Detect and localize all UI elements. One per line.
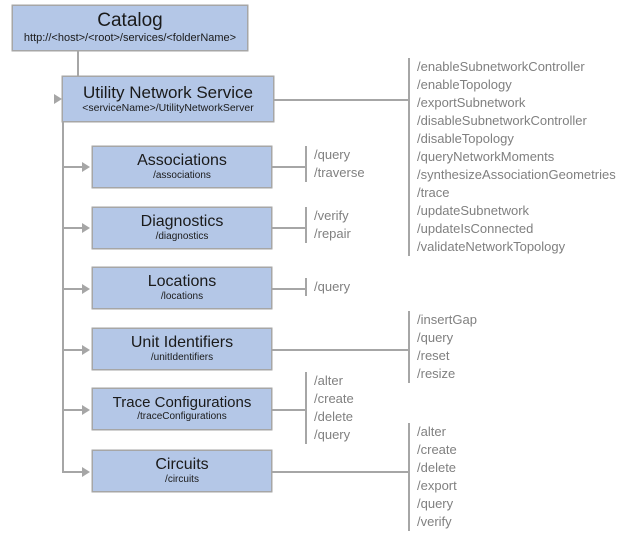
operations-list-associations: /query/traverse <box>305 146 365 182</box>
operation-item: /verify <box>417 514 452 529</box>
node-locations[interactable]: Locations /locations <box>92 267 272 309</box>
connector-trace-configurations-to-ops <box>272 409 306 411</box>
operation-item: /insertGap <box>417 312 477 327</box>
operation-item: /reset <box>417 348 450 363</box>
operation-item: /updateIsConnected <box>417 221 534 236</box>
node-diagnostics-title: Diagnostics <box>140 212 224 230</box>
operation-item: /validateNetworkTopology <box>417 239 566 254</box>
node-trace-configurations[interactable]: Trace Configurations /traceConfiguration… <box>92 388 272 430</box>
connector-service-trunk <box>62 122 64 471</box>
connector-unit-identifiers-to-ops <box>272 349 409 351</box>
node-unit-identifiers-title: Unit Identifiers <box>130 333 234 351</box>
operation-item: /disableSubnetworkController <box>417 113 587 128</box>
operation-item: /synthesizeAssociationGeometries <box>417 167 616 182</box>
node-associations-title: Associations <box>137 151 227 169</box>
operation-item: /traverse <box>314 165 365 180</box>
operations-list-locations: /query <box>305 278 350 296</box>
node-locations-path: /locations <box>160 290 204 302</box>
operation-item: /repair <box>314 226 351 241</box>
connector-diagnostics-to-ops <box>272 227 306 229</box>
node-circuits-title: Circuits <box>155 455 209 473</box>
connector-branch-unit-identifiers <box>62 349 84 351</box>
operation-item: /delete <box>314 409 354 424</box>
operation-item: /queryNetworkMoments <box>417 149 555 164</box>
arrow-associations <box>82 162 90 172</box>
operation-item: /export <box>417 478 457 493</box>
arrow-diagnostics <box>82 223 90 233</box>
operation-item: /create <box>417 442 457 457</box>
node-unit-identifiers-path: /unitIdentifiers <box>150 351 214 363</box>
node-utility-network-service-title: Utility Network Service <box>82 82 254 102</box>
connector-branch-circuits <box>62 471 84 473</box>
node-associations[interactable]: Associations /associations <box>92 146 272 188</box>
connector-branch-trace-configurations <box>62 409 84 411</box>
operation-item: /enableTopology <box>417 77 512 92</box>
node-locations-title: Locations <box>147 272 217 290</box>
node-trace-configurations-title: Trace Configurations <box>112 394 252 412</box>
operation-item: /query <box>314 147 351 162</box>
connector-circuits-to-ops <box>272 471 409 473</box>
operation-item: /exportSubnetwork <box>417 95 526 110</box>
operation-item: /trace <box>417 185 450 200</box>
node-circuits[interactable]: Circuits /circuits <box>92 450 272 492</box>
arrow-locations <box>82 284 90 294</box>
connector-service-to-ops <box>274 99 409 101</box>
operations-list-trace-configurations: /alter/create/delete/query <box>305 372 354 444</box>
arrow-circuits <box>82 467 90 477</box>
operation-item: /updateSubnetwork <box>417 203 530 218</box>
operation-item: /create <box>314 391 354 406</box>
node-utility-network-service[interactable]: Utility Network Service <serviceName>/Ut… <box>62 76 274 122</box>
arrow-trace-configurations <box>82 405 90 415</box>
node-catalog[interactable]: Catalog http://<host>/<root>/services/<f… <box>12 5 248 51</box>
node-catalog-title: Catalog <box>97 10 163 32</box>
node-diagnostics[interactable]: Diagnostics /diagnostics <box>92 207 272 249</box>
operation-item: /delete <box>417 460 457 475</box>
connector-branch-associations <box>62 166 84 168</box>
operations-list-circuits: /alter/create/delete/export/query/verify <box>408 423 457 531</box>
operation-item: /query <box>314 427 351 442</box>
node-associations-path: /associations <box>153 169 211 181</box>
arrow-catalog-to-service <box>54 94 62 104</box>
node-catalog-path: http://<host>/<root>/services/<folderNam… <box>23 32 237 45</box>
operation-item: /verify <box>314 208 349 223</box>
operations-list-unit-identifiers: /insertGap/query/reset/resize <box>408 311 477 383</box>
arrow-unit-identifiers <box>82 345 90 355</box>
connector-branch-diagnostics <box>62 227 84 229</box>
connector-associations-to-ops <box>272 166 306 168</box>
operation-item: /alter <box>417 424 446 439</box>
operation-item: /enableSubnetworkController <box>417 59 585 74</box>
connector-locations-to-ops <box>272 288 306 290</box>
operation-item: /disableTopology <box>417 131 514 146</box>
operation-item: /query <box>417 496 454 511</box>
node-trace-configurations-path: /traceConfigurations <box>137 411 227 423</box>
operation-item: /query <box>417 330 454 345</box>
operation-item: /resize <box>417 366 456 381</box>
node-utility-network-service-path: <serviceName>/UtilityNetworkServer <box>82 102 254 115</box>
operations-list-service: /enableSubnetworkController/enableTopolo… <box>408 58 616 256</box>
node-diagnostics-path: /diagnostics <box>155 230 209 242</box>
node-unit-identifiers[interactable]: Unit Identifiers /unitIdentifiers <box>92 328 272 370</box>
operations-list-diagnostics: /verify/repair <box>305 207 351 243</box>
connector-branch-locations <box>62 288 84 290</box>
operation-item: /alter <box>314 373 343 388</box>
node-circuits-path: /circuits <box>165 473 199 485</box>
operation-item: /query <box>314 279 351 294</box>
